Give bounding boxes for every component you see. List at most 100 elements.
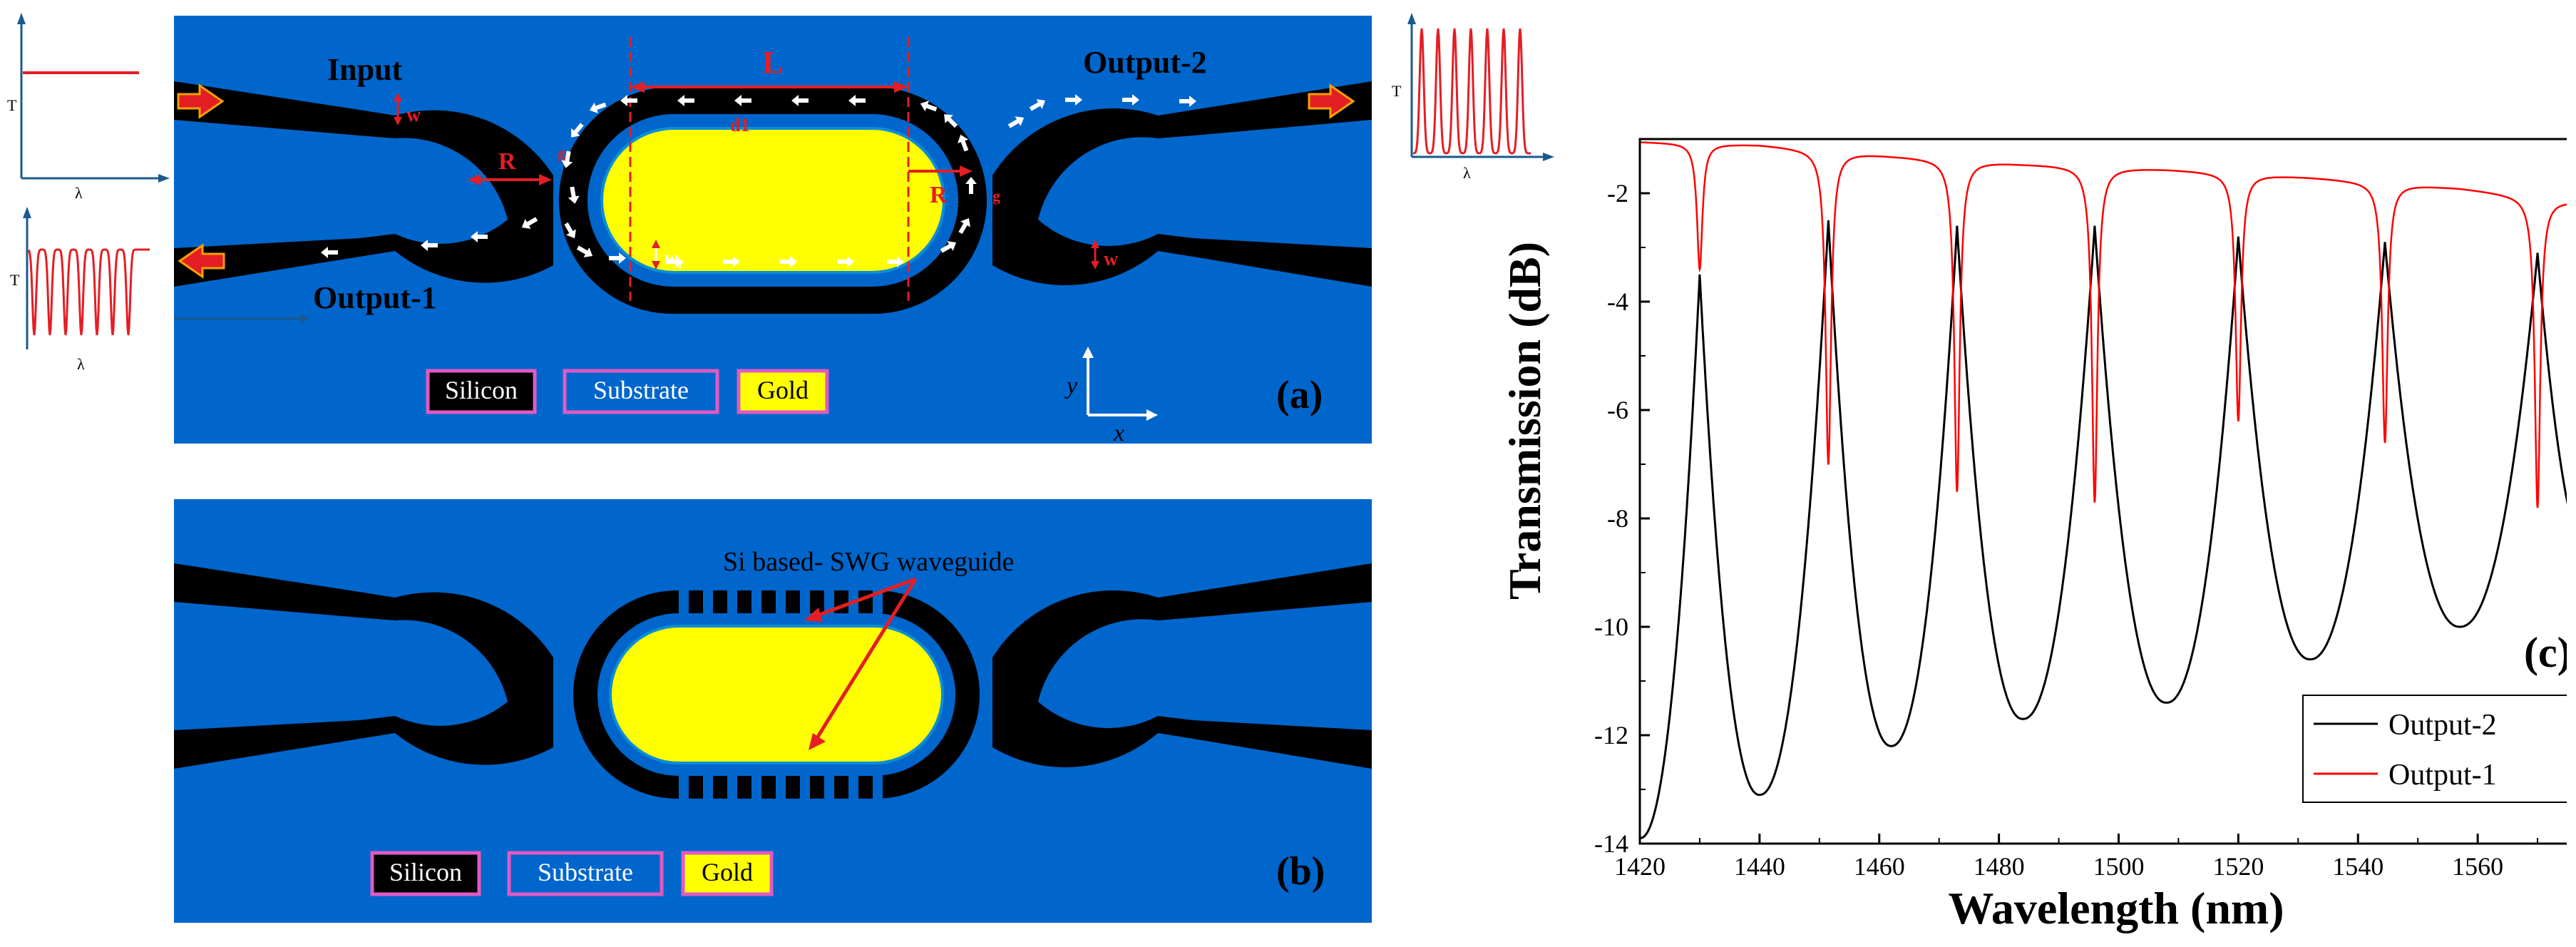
output2-label: Output-2 bbox=[1083, 45, 1207, 80]
flow-arrow bbox=[887, 256, 904, 267]
dimension-g-left-label: g bbox=[558, 144, 565, 162]
flow-arrow bbox=[791, 95, 809, 106]
swg-gap-top bbox=[776, 589, 786, 615]
flow-arrow bbox=[780, 256, 797, 267]
legend-text-output2: Output-2 bbox=[2388, 709, 2497, 742]
swg-gap-top bbox=[679, 589, 689, 615]
output2-arrow bbox=[1308, 83, 1355, 119]
gold-core bbox=[600, 127, 945, 274]
y-tick-label: -10 bbox=[1594, 613, 1628, 641]
series-output-1-line bbox=[1640, 141, 2576, 508]
output1-spectrum-inset: T λ bbox=[0, 207, 171, 378]
output2-inset-x-label: λ bbox=[1463, 164, 1471, 182]
panel-a-layout: L d1 R R g g w w wr bbox=[174, 16, 1372, 446]
panel-b-legend: Silicon Substrate Gold bbox=[370, 851, 774, 896]
input-spectrum-inset: T λ bbox=[0, 0, 171, 207]
y-tick-label: -12 bbox=[1594, 721, 1628, 749]
y-tick-label: -14 bbox=[1594, 829, 1628, 858]
flow-arrow bbox=[1029, 99, 1046, 111]
x-tick-label: 1520 bbox=[2212, 852, 2264, 881]
swg-gap-bottom bbox=[679, 774, 689, 800]
flow-arrow bbox=[564, 222, 576, 239]
panel-c-label: (c) bbox=[2524, 629, 2567, 676]
axis-y-label: y bbox=[1064, 373, 1078, 399]
flow-arrow bbox=[958, 217, 970, 235]
legend-silicon-b: Silicon bbox=[389, 858, 462, 886]
swg-gap-bottom bbox=[873, 774, 883, 800]
legend-substrate-b: Substrate bbox=[538, 858, 633, 886]
flow-arrow bbox=[471, 231, 488, 242]
flow-arrow bbox=[521, 217, 538, 229]
xy-axes-indicator: y x bbox=[1064, 347, 1158, 446]
swg-annotation: Si based- SWG waveguide bbox=[723, 547, 1014, 577]
panel-a-label: (a) bbox=[1276, 373, 1323, 417]
x-tick-label: 1440 bbox=[1734, 852, 1785, 881]
dimension-w-top-label: w bbox=[406, 104, 421, 126]
legend-substrate: Substrate bbox=[593, 376, 689, 404]
flow-arrow bbox=[1179, 96, 1196, 107]
output-bus-waveguide-b bbox=[992, 563, 1372, 769]
flow-arrow bbox=[568, 186, 580, 204]
dimension-g-right-label: g bbox=[992, 187, 1000, 205]
chart-ylabel: Transmission (dB) bbox=[1499, 242, 1550, 600]
dimension-R-left-label: R bbox=[498, 148, 516, 175]
legend-silicon: Silicon bbox=[445, 376, 518, 404]
flow-arrow bbox=[723, 256, 740, 267]
swg-gap-bottom bbox=[776, 774, 786, 800]
output1-label: Output-1 bbox=[313, 280, 437, 315]
input-inset-y-label: T bbox=[7, 96, 17, 114]
input-arrow bbox=[177, 83, 225, 119]
gold-core-b bbox=[609, 625, 944, 764]
dimension-R-right-label: R bbox=[930, 182, 948, 208]
swg-gap-top bbox=[727, 589, 737, 615]
output2-inset-y-label: T bbox=[1392, 82, 1402, 100]
flow-arrow bbox=[421, 240, 438, 251]
swg-gap-top bbox=[751, 589, 761, 615]
flow-arrow bbox=[666, 256, 683, 267]
input-inset-x-label: λ bbox=[75, 184, 83, 202]
output2-peaks-curve bbox=[1412, 28, 1531, 155]
flow-arrow bbox=[920, 101, 938, 112]
plot-frame bbox=[1638, 138, 2576, 845]
swg-gap-bottom bbox=[727, 774, 737, 800]
y-tick-label: -8 bbox=[1607, 504, 1628, 533]
flow-arrow bbox=[1007, 116, 1025, 128]
chart-legend: Output-2 Output-1 bbox=[2302, 695, 2576, 803]
input-bus-waveguide bbox=[174, 81, 553, 287]
output1-arrow bbox=[178, 243, 225, 279]
swg-gap-bottom bbox=[800, 774, 810, 800]
flow-arrow bbox=[576, 245, 593, 257]
flow-arrow bbox=[620, 95, 637, 106]
dimension-L-label: L bbox=[762, 45, 783, 80]
x-tick-label: 1500 bbox=[2093, 852, 2145, 881]
flow-arrow bbox=[944, 114, 958, 128]
panel-a-legend: Silicon Substrate Gold bbox=[426, 369, 829, 414]
flow-arrow bbox=[1122, 94, 1139, 106]
flow-arrow bbox=[321, 247, 338, 258]
panel-b-layout: Si based- SWG waveguide Silicon Substrat… bbox=[174, 499, 1372, 923]
flow-arrow bbox=[677, 95, 694, 106]
input-bus-waveguide-b bbox=[174, 563, 553, 769]
flow-arrow bbox=[848, 95, 866, 106]
light-flow-arrows bbox=[321, 94, 1196, 267]
series-output-2-line bbox=[1640, 220, 2576, 839]
panel-b-label: (b) bbox=[1276, 849, 1325, 894]
flow-arrow bbox=[965, 177, 977, 194]
x-tick-label: 1480 bbox=[1974, 852, 2025, 881]
swg-gap-top bbox=[800, 589, 810, 615]
output1-dips-curve bbox=[27, 248, 150, 336]
swg-gap-bottom bbox=[824, 774, 834, 800]
flow-arrow bbox=[609, 252, 626, 264]
swg-gap-bottom bbox=[848, 774, 858, 800]
swg-gap-bottom bbox=[751, 774, 761, 800]
axis-x-label: x bbox=[1113, 420, 1124, 444]
flow-arrow bbox=[940, 241, 957, 253]
swg-gap-top bbox=[703, 589, 713, 615]
y-tick-label: -6 bbox=[1607, 396, 1628, 424]
flow-arrow bbox=[837, 256, 854, 267]
swg-grating-gaps bbox=[679, 589, 883, 800]
legend-text-output1: Output-1 bbox=[2388, 759, 2497, 792]
output1-inset-y-label: T bbox=[10, 271, 20, 289]
input-label: Input bbox=[327, 52, 403, 87]
